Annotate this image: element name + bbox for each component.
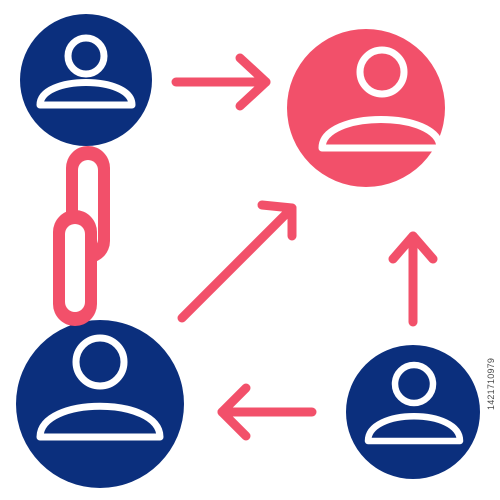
user-node-bottom-left — [16, 320, 184, 488]
arrow-right-icon — [171, 53, 271, 111]
user-node-bottom-right — [346, 345, 480, 479]
arrow-left-icon — [217, 383, 317, 441]
stock-id: 1421710979 — [486, 357, 496, 410]
user-icon — [318, 46, 444, 152]
user-node-top-right — [287, 29, 445, 187]
user-node-top-left — [20, 14, 152, 146]
user-icon — [364, 361, 464, 445]
user-node-bottom-right-circle — [346, 345, 480, 479]
arrow-diagonal-icon — [177, 200, 297, 323]
chain-link-icon — [53, 146, 110, 326]
arrow-up-icon — [388, 231, 438, 327]
user-icon — [36, 334, 164, 441]
user-icon — [36, 34, 136, 109]
chain-link-lower-hole — [65, 224, 85, 312]
